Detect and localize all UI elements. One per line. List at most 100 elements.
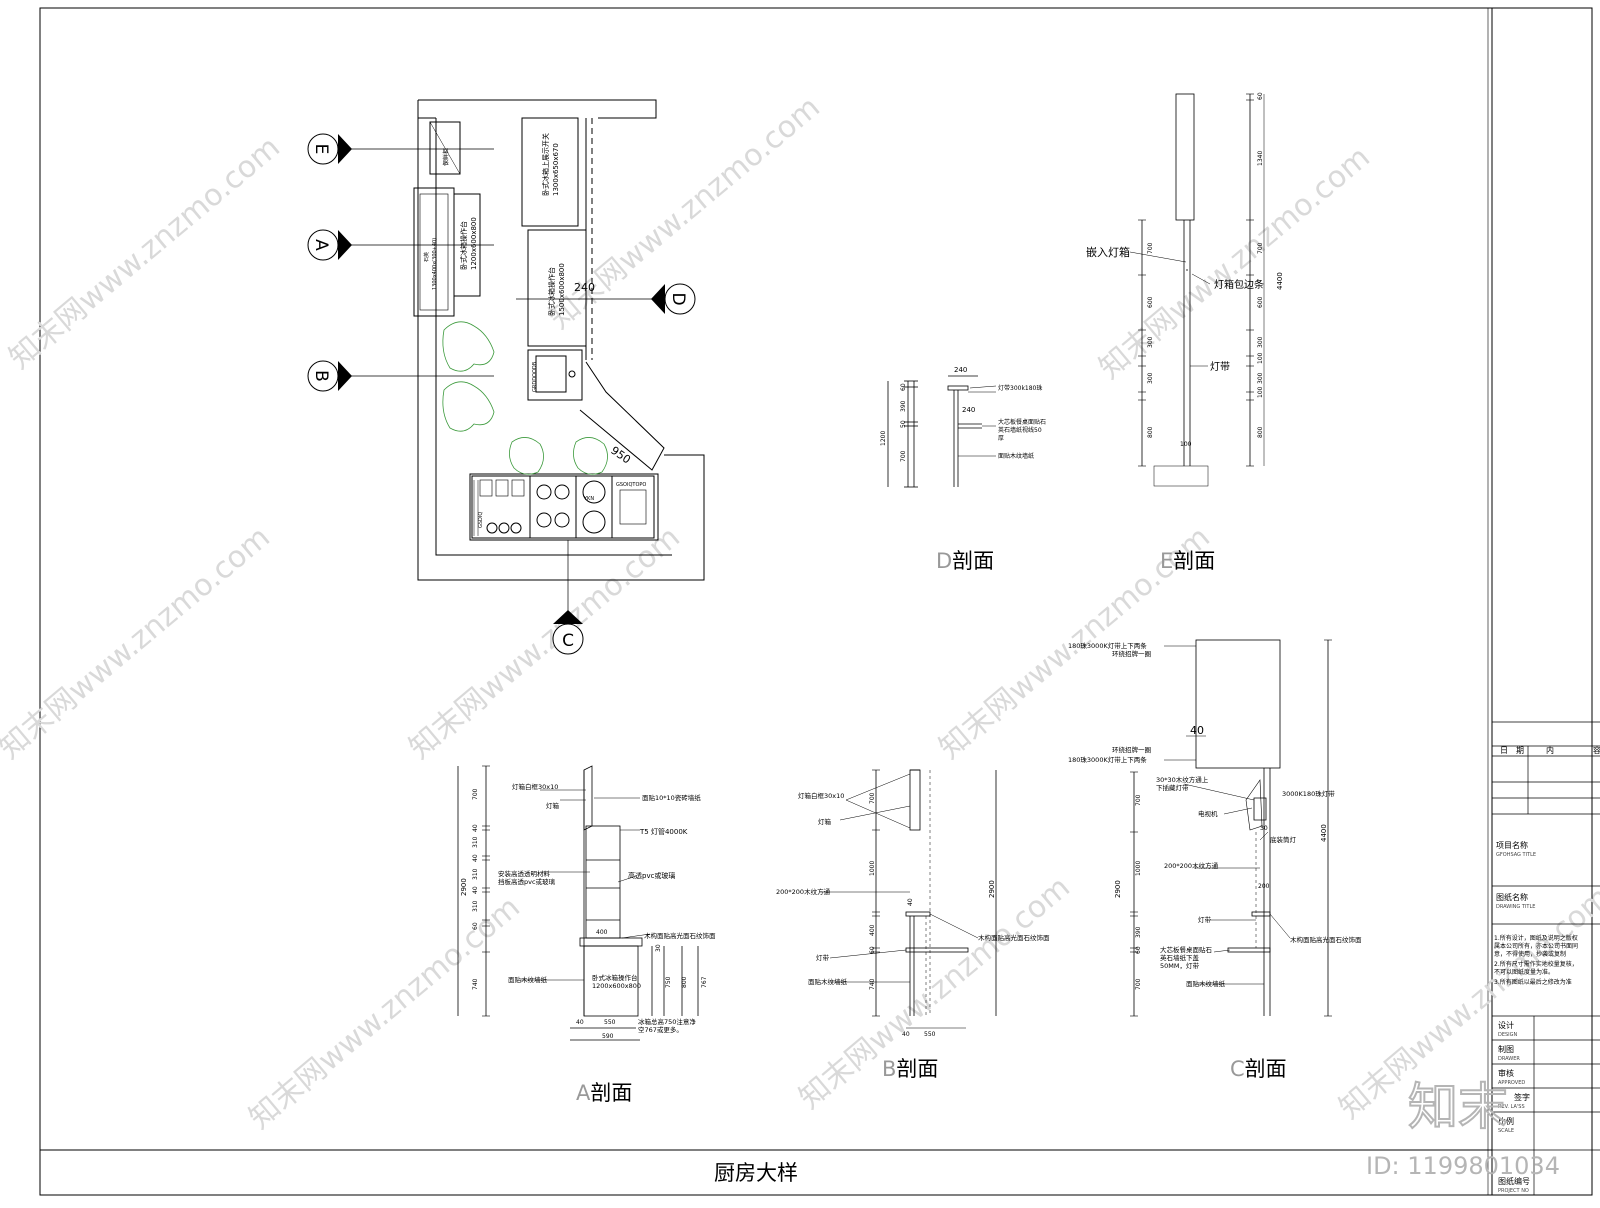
- svg-text:GSOIQTOPO: GSOIQTOPO: [616, 482, 646, 488]
- svg-text:卧式冰箱操作台: 卧式冰箱操作台: [592, 973, 638, 982]
- svg-text:800: 800: [1257, 426, 1264, 438]
- svg-text:700: 700: [1135, 978, 1142, 990]
- svg-text:700: 700: [472, 788, 479, 800]
- svg-text:GRDDOODB: GRDDOODB: [532, 361, 538, 392]
- svg-text:3000K180珠灯带: 3000K180珠灯带: [1282, 789, 1335, 798]
- plan-dim-950: 950: [608, 444, 633, 467]
- title-block-text: 日 期 内 容 项目名称 GFOHSAG TITLE 图纸名称 DRAWING …: [1494, 745, 1600, 1194]
- svg-text:1.所有设计，图纸及说明之版权: 1.所有设计，图纸及说明之版权: [1494, 934, 1578, 942]
- svg-text:550: 550: [604, 1019, 616, 1026]
- svg-text:310: 310: [472, 836, 479, 848]
- svg-text:800: 800: [1147, 426, 1154, 438]
- svg-text:大芯板餐桌面贴石: 大芯板餐桌面贴石: [1160, 945, 1213, 954]
- svg-text:1300x400x(300+40): 1300x400x(300+40): [432, 238, 438, 290]
- svg-text:1000: 1000: [1135, 861, 1142, 876]
- svg-text:APPROVED: APPROVED: [1498, 1080, 1525, 1086]
- svg-text:下插藏灯带: 下插藏灯带: [1156, 783, 1189, 792]
- svg-text:面贴木纹墙纸: 面贴木纹墙纸: [808, 977, 848, 986]
- title-block: [1492, 721, 1600, 1195]
- svg-text:4400: 4400: [1320, 824, 1328, 842]
- svg-text:300: 300: [1147, 372, 1154, 384]
- svg-text:属本公司所有，亦本公司书面同: 属本公司所有，亦本公司书面同: [1494, 942, 1578, 950]
- svg-text:40: 40: [1190, 724, 1204, 737]
- svg-text:700: 700: [900, 450, 907, 462]
- svg-text:底装筒灯: 底装筒灯: [1270, 835, 1297, 844]
- svg-text:面贴木纹墙纸: 面贴木纹墙纸: [508, 975, 548, 984]
- svg-text:木构面贴高光面石纹饰面: 木构面贴高光面石纹饰面: [644, 931, 716, 940]
- svg-text:英石墙纸下盖: 英石墙纸下盖: [1160, 953, 1200, 962]
- svg-text:灯箱白框30x10: 灯箱白框30x10: [512, 782, 558, 791]
- svg-text:60: 60: [869, 946, 876, 954]
- section-marker-c[interactable]: C: [552, 610, 584, 655]
- svg-text:300: 300: [1257, 372, 1264, 384]
- sheet-border: [39, 7, 1593, 1196]
- svg-text:700: 700: [1147, 242, 1154, 254]
- svg-text:50MM，灯带: 50MM，灯带: [1160, 961, 1199, 970]
- svg-text:DRAWING TITLE: DRAWING TITLE: [1496, 904, 1535, 910]
- svg-text:审核: 审核: [1498, 1068, 1514, 1078]
- section-a-drawing: [457, 765, 699, 1041]
- svg-text:卧式冰箱操作台: 卧式冰箱操作台: [547, 267, 556, 316]
- svg-text:550: 550: [924, 1031, 936, 1038]
- svg-text:高透pvc或玻璃: 高透pvc或玻璃: [628, 871, 675, 880]
- svg-text:YKN: YKN: [583, 496, 594, 502]
- svg-text:日 期: 日 期: [1500, 746, 1524, 755]
- svg-text:PROJECT NO: PROJECT NO: [1498, 1188, 1529, 1194]
- svg-text:A: A: [311, 239, 331, 251]
- svg-text:1200: 1200: [880, 431, 887, 446]
- svg-text:800: 800: [681, 976, 688, 988]
- svg-text:60: 60: [1135, 946, 1142, 954]
- svg-text:大芯板餐桌面贴石: 大芯板餐桌面贴石: [998, 418, 1046, 426]
- svg-text:图纸编号: 图纸编号: [1498, 1176, 1530, 1186]
- svg-text:REV. LA'SS: REV. LA'SS: [1498, 1104, 1525, 1110]
- svg-text:30*30木纹方通上: 30*30木纹方通上: [1156, 775, 1209, 784]
- svg-text:2900: 2900: [460, 878, 468, 896]
- svg-text:木构面贴高光面石纹饰面: 木构面贴高光面石纹饰面: [978, 933, 1050, 942]
- svg-text:1200x600x800: 1200x600x800: [470, 217, 478, 270]
- kitchen-plan: [346, 99, 705, 612]
- svg-text:木构面贴高光面石纹饰面: 木构面贴高光面石纹饰面: [1290, 935, 1362, 944]
- svg-text:灯箱包边条: 灯箱包边条: [1214, 278, 1264, 291]
- svg-text:E: E: [311, 144, 331, 155]
- svg-text:意，不得使用，抄袭或复制: 意，不得使用，抄袭或复制: [1494, 950, 1566, 958]
- section-marker-b[interactable]: B: [307, 360, 352, 392]
- svg-text:180珠3000K灯带上下两条: 180珠3000K灯带上下两条: [1068, 641, 1147, 650]
- section-marker-a[interactable]: A: [307, 229, 352, 261]
- svg-text:灯箱白框30x10: 灯箱白框30x10: [798, 791, 844, 800]
- svg-text:60: 60: [472, 922, 479, 930]
- section-c-title: C剖面: [1230, 1057, 1287, 1081]
- svg-text:石英: 石英: [423, 252, 430, 262]
- svg-text:制图: 制图: [1498, 1044, 1514, 1054]
- svg-text:3.所有图纸以最后之修改为准: 3.所有图纸以最后之修改为准: [1494, 978, 1572, 986]
- svg-text:电视机: 电视机: [1198, 809, 1218, 818]
- svg-text:灯带: 灯带: [1198, 915, 1212, 924]
- brand-logo: 知末: [1408, 1078, 1508, 1136]
- section-a-text: 700 40 310 40 310 40 310 60 740 2900 30 …: [460, 782, 716, 1105]
- svg-text:2900: 2900: [988, 880, 996, 898]
- watermark-layer: 知末网www.znzmo.com 知末网www.znzmo.com 知末网www…: [0, 90, 1600, 1136]
- svg-text:面贴木纹墙纸: 面贴木纹墙纸: [998, 452, 1034, 460]
- section-marker-d[interactable]: D: [651, 283, 696, 315]
- svg-text:卧式冰箱操作台: 卧式冰箱操作台: [459, 221, 468, 270]
- section-e-drawing: [1129, 93, 1265, 487]
- svg-text:DESIGN: DESIGN: [1498, 1032, 1518, 1038]
- section-marker-e[interactable]: E: [307, 133, 352, 165]
- svg-text:60: 60: [1257, 92, 1264, 100]
- svg-text:740: 740: [869, 978, 876, 990]
- svg-text:D: D: [668, 292, 688, 305]
- svg-text:390: 390: [1135, 926, 1142, 938]
- svg-text:750: 750: [665, 976, 672, 988]
- svg-text:180珠3000K灯带上下两条: 180珠3000K灯带上下两条: [1068, 755, 1147, 764]
- section-d-title: D剖面: [936, 549, 994, 573]
- svg-text:310: 310: [472, 868, 479, 880]
- section-b-title: B剖面: [882, 1057, 938, 1081]
- svg-text:40: 40: [472, 886, 479, 894]
- svg-text:挡板高透pvc或玻璃: 挡板高透pvc或玻璃: [498, 877, 556, 886]
- svg-text:2900: 2900: [1114, 880, 1122, 898]
- watermark: 知末网www.znzmo.com: [243, 890, 527, 1136]
- svg-text:50: 50: [900, 420, 907, 428]
- svg-text:60: 60: [900, 383, 907, 391]
- svg-text:保鲜柜: 保鲜柜: [442, 148, 450, 166]
- section-b-drawing: [820, 769, 997, 1029]
